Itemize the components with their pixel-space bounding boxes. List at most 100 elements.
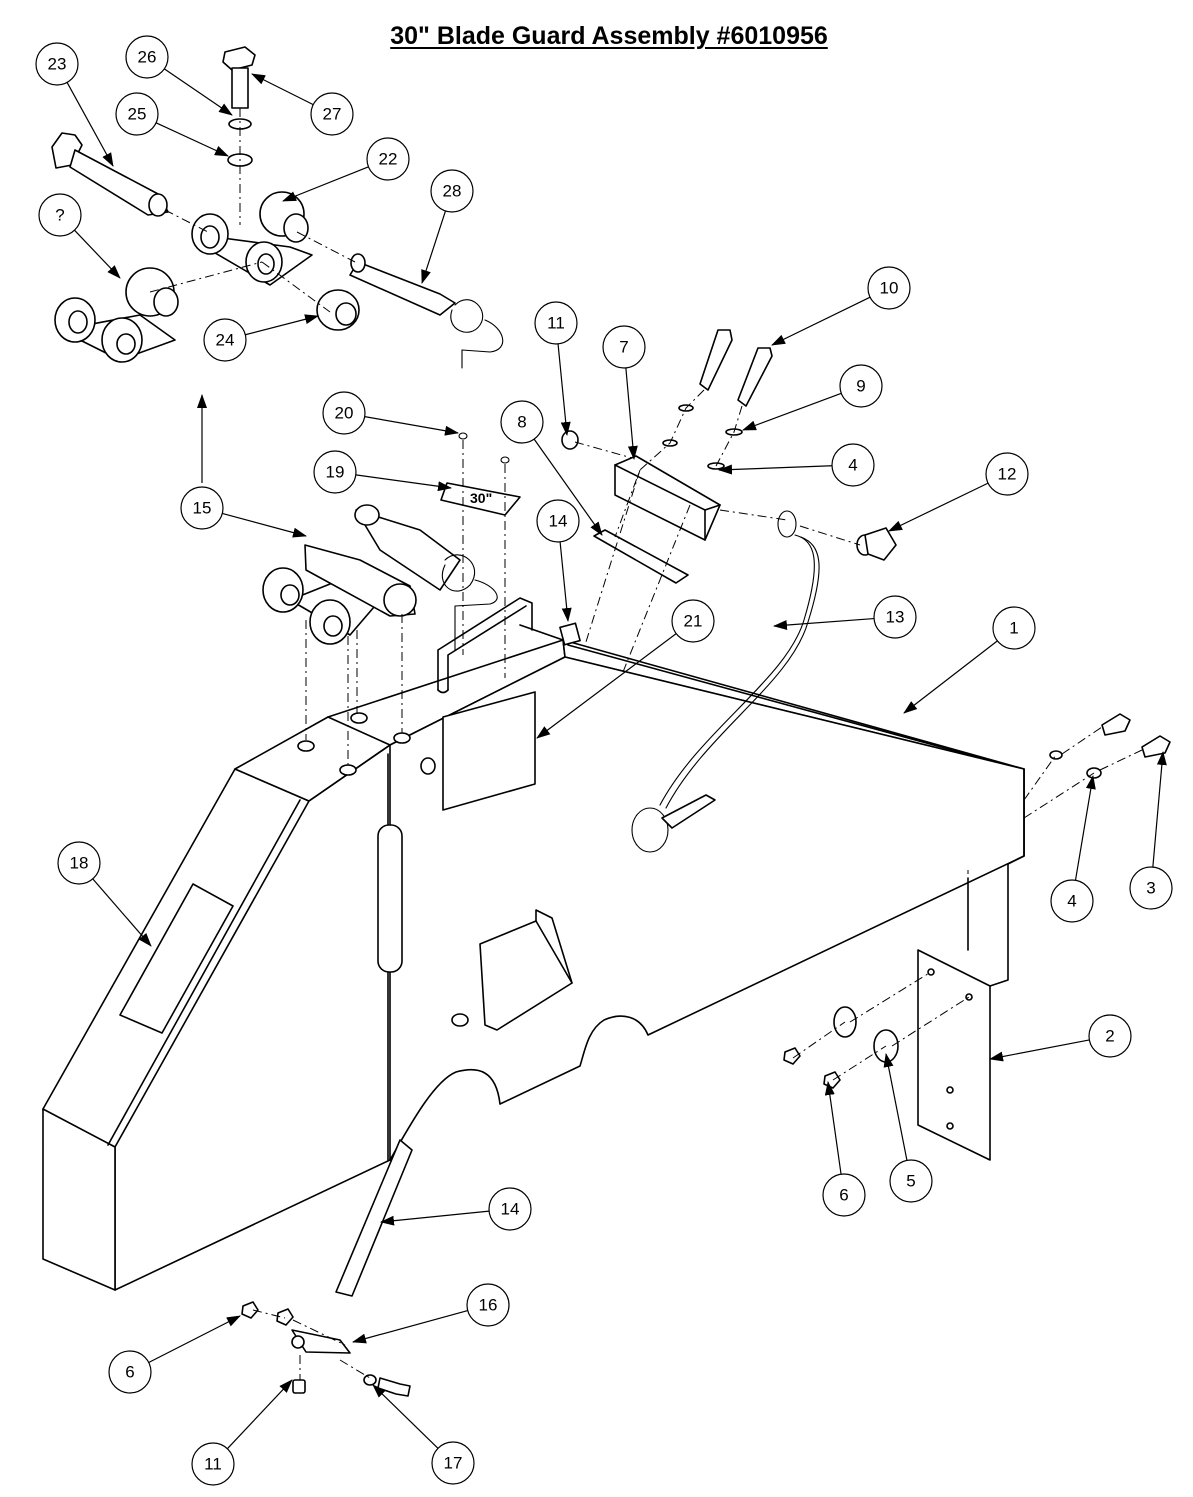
callout-leader xyxy=(536,633,677,739)
callout-number: 4 xyxy=(848,456,857,475)
callout-11: 11 xyxy=(191,1379,293,1486)
callout-leader xyxy=(718,464,833,475)
callout-28: 28 xyxy=(421,169,474,284)
callout-circle xyxy=(822,1173,866,1217)
callout-circle xyxy=(203,318,247,362)
callout-leader xyxy=(742,392,842,431)
callout-number: 7 xyxy=(619,338,628,357)
callout-number: 4 xyxy=(1067,892,1076,911)
callout-4: 4 xyxy=(1050,775,1096,923)
callout-number: 5 xyxy=(906,1172,915,1191)
callout-circle xyxy=(322,391,366,435)
callout-leader xyxy=(421,210,447,284)
lower-cable-clamp xyxy=(241,1139,413,1397)
callout-number: 8 xyxy=(517,413,526,432)
blade-guard-body xyxy=(42,597,1025,1291)
callout-leader xyxy=(164,68,233,116)
callout-leader xyxy=(773,617,875,631)
callout-17: 17 xyxy=(372,1384,475,1485)
callout-leader xyxy=(559,541,572,622)
callout-number: 13 xyxy=(886,608,905,627)
callout-number: 25 xyxy=(128,105,147,124)
callout-circle xyxy=(536,499,580,543)
callout-number: 28 xyxy=(443,182,462,201)
callout-leader xyxy=(74,229,121,279)
callout-6: 6 xyxy=(822,1081,866,1217)
callout-leader xyxy=(66,82,114,167)
callout-number: 14 xyxy=(501,1200,520,1219)
callout-number: 22 xyxy=(379,150,398,169)
callout-19: 19 xyxy=(313,450,452,494)
callout-number: ? xyxy=(55,206,64,225)
callout-leader xyxy=(903,640,998,714)
callout-25: 25 xyxy=(115,92,229,157)
callout-number: 14 xyxy=(549,512,568,531)
callout-number: 15 xyxy=(193,499,212,518)
callout-2: 2 xyxy=(989,1014,1132,1062)
callout-12: 12 xyxy=(888,452,1029,532)
callout-circle xyxy=(313,450,357,494)
callout-leader xyxy=(888,482,989,532)
callout-circle xyxy=(992,606,1036,650)
callout-22: 22 xyxy=(282,137,410,202)
callout-circle xyxy=(985,452,1029,496)
callout-number: 6 xyxy=(839,1186,848,1205)
callout-leader xyxy=(883,1053,908,1161)
callout-number: 10 xyxy=(880,279,899,298)
callout-11: 11 xyxy=(534,301,578,436)
callout-number: 2 xyxy=(1105,1027,1114,1046)
callout-leader xyxy=(155,122,229,157)
callout-leader xyxy=(824,1081,842,1175)
callout-circle xyxy=(466,1283,510,1327)
callout-14: 14 xyxy=(380,1187,532,1231)
callout-number: 19 xyxy=(326,463,345,482)
callout-13: 13 xyxy=(773,595,917,639)
callout-leader xyxy=(355,474,452,492)
callout-circle xyxy=(488,1187,532,1231)
callout-15: 15 xyxy=(180,486,307,538)
roller-assembly xyxy=(262,504,498,651)
callout-circle xyxy=(867,266,911,310)
callout-number: 3 xyxy=(1146,879,1155,898)
callout-number: 18 xyxy=(70,854,89,873)
callout-circle xyxy=(115,92,159,136)
callout-leader xyxy=(222,512,307,538)
callout-21: 21 xyxy=(536,599,715,739)
callout-circle xyxy=(534,301,578,345)
callout-5: 5 xyxy=(883,1053,933,1203)
callout-number: 21 xyxy=(684,612,703,631)
callout-leader xyxy=(380,1210,490,1226)
callout-circle xyxy=(431,1441,475,1485)
callout-circle xyxy=(108,1350,152,1394)
callout-7: 7 xyxy=(602,325,646,460)
callout-number: 12 xyxy=(998,465,1017,484)
callout-number: 17 xyxy=(444,1454,463,1473)
callout-leader xyxy=(1074,775,1096,881)
callout-circle xyxy=(125,35,169,79)
callout-leader xyxy=(625,367,638,460)
callout-circle xyxy=(366,137,410,181)
callout-number: 11 xyxy=(547,314,565,333)
callout-circle xyxy=(430,169,474,213)
callout-number: 9 xyxy=(856,377,865,396)
callout-leader xyxy=(557,343,571,436)
callout-26: 26 xyxy=(125,35,233,116)
cover-block-and-cable: 30" xyxy=(440,329,897,853)
callout-circle xyxy=(35,42,79,86)
callout-circle xyxy=(310,92,354,136)
callout-number: 26 xyxy=(138,48,157,67)
callout-14: 14 xyxy=(536,499,580,622)
callout-number: 11 xyxy=(204,1455,222,1474)
callout-number: 1 xyxy=(1009,619,1018,638)
callout-circle xyxy=(831,443,875,487)
assembly-centerlines xyxy=(149,108,1143,1380)
callout-9: 9 xyxy=(742,364,883,431)
callout-circle xyxy=(38,193,82,237)
callout-4: 4 xyxy=(718,443,875,487)
callout-18: 18 xyxy=(57,841,152,947)
callout-leader xyxy=(1152,751,1167,868)
callout-leader xyxy=(364,416,459,436)
callout-8: 8 xyxy=(500,400,603,536)
